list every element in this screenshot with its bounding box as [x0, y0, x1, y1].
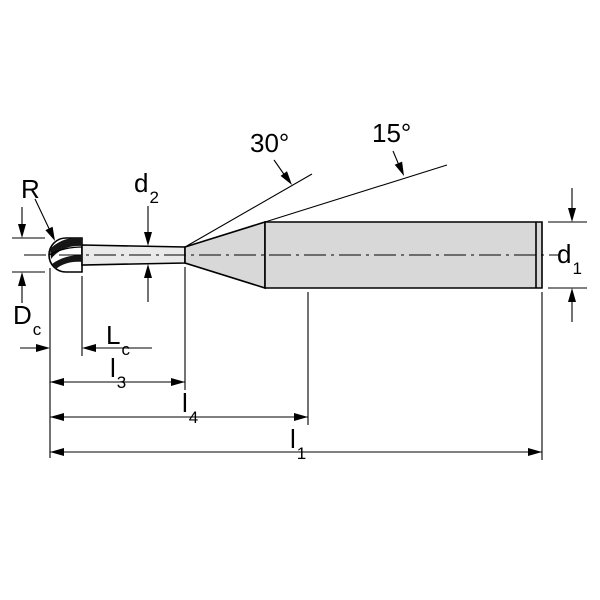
dc-bottom-arrowhead	[18, 272, 26, 286]
flute-2	[52, 255, 82, 269]
label-cutting-diameter-sub: c	[32, 320, 42, 340]
d1-bottom-arrowhead	[568, 288, 576, 302]
label-angle-30: 30°	[250, 128, 290, 158]
label-radius-text: R	[21, 174, 40, 204]
label-cutting-length-text: L	[106, 320, 121, 350]
label-length-4-sub: 4	[188, 408, 199, 428]
d2-top-arrowhead	[144, 232, 152, 246]
label-length-3: l3	[110, 353, 126, 391]
dimension-arrowheads	[18, 208, 576, 456]
label-overall-length: l1	[290, 424, 306, 462]
label-cutting-diameter-text: D	[13, 300, 32, 330]
extension-lines	[12, 221, 587, 460]
label-neck-diameter: d2	[134, 168, 159, 206]
label-cutting-length: Lc	[106, 320, 130, 358]
label-overall-length-sub: 1	[296, 444, 307, 464]
label-shank-diameter-text: d	[557, 239, 572, 269]
angle-30-line	[184, 173, 313, 248]
label-neck-diameter-sub: 2	[149, 188, 159, 208]
geometry-root	[12, 150, 587, 460]
label-shank-diameter: d1	[557, 239, 582, 277]
lc-right-arrowhead	[82, 344, 96, 352]
dc-top-arrowhead	[18, 224, 26, 238]
angle-30-arrowhead	[280, 171, 292, 185]
d1-top-arrowhead	[568, 208, 576, 222]
l1-right-arrowhead	[528, 448, 542, 456]
l3-left-arrowhead	[50, 378, 64, 386]
l3-right-arrowhead	[171, 378, 185, 386]
label-radius: R	[21, 176, 40, 207]
label-neck-diameter-text: d	[134, 168, 149, 198]
lc-left-arrowhead	[36, 344, 50, 352]
radius-leader-arrowhead	[45, 226, 55, 241]
label-shank-diameter-sub: 1	[572, 259, 582, 279]
l4-left-arrowhead	[50, 413, 64, 421]
label-angle-15: 15°	[372, 118, 412, 148]
label-length-3-text: l	[110, 353, 116, 383]
l4-right-arrowhead	[294, 413, 308, 421]
flute-1	[50, 238, 82, 259]
label-cutting-diameter: Dc	[13, 300, 41, 338]
label-length-3-sub: 3	[116, 373, 127, 393]
leader-arrowheads	[45, 161, 404, 241]
label-overall-length-text: l	[290, 424, 296, 454]
angle-15-line	[264, 164, 448, 223]
label-length-4: l4	[182, 388, 198, 426]
l1-left-arrowhead	[50, 448, 64, 456]
dimension-lines	[20, 188, 573, 453]
d2-bottom-arrowhead	[144, 264, 152, 278]
angle-15-arrowhead	[394, 161, 404, 176]
flutes	[50, 238, 82, 269]
label-cutting-length-sub: c	[121, 340, 130, 360]
label-length-4-text: l	[182, 388, 188, 418]
flute-edge-line	[48, 246, 83, 256]
